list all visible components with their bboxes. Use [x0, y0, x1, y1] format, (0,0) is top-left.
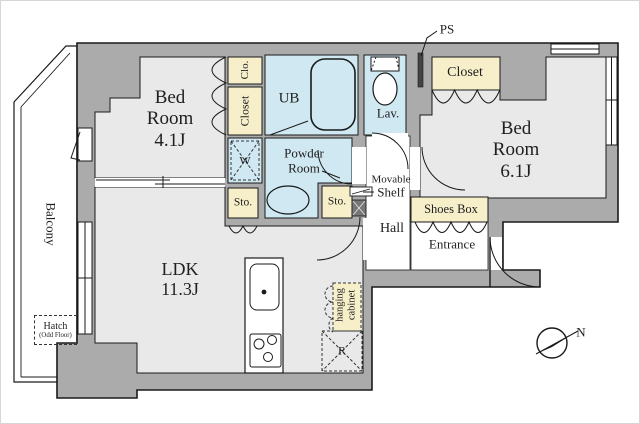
hanging-cabinet-scallop	[324, 285, 335, 333]
storage-boxes	[227, 56, 501, 223]
label-bedroom-small: Bed Room 4.1J	[146, 87, 194, 151]
label-powder-room: Powder Room	[284, 145, 324, 175]
closet-small-doors	[211, 56, 228, 136]
label-sto-lower: Sto.	[327, 195, 347, 208]
powder-room-floor	[264, 137, 353, 219]
pipe-space-small-box	[351, 199, 367, 217]
entrance-door-arc	[489, 236, 541, 288]
label-closet-small: Closet	[237, 95, 252, 127]
hatch-label-box: Hatch (Odd Floor)	[34, 315, 77, 345]
closet-large-box	[431, 56, 501, 91]
compass-icon	[535, 327, 579, 359]
sliding-door	[95, 176, 225, 188]
washer-box	[230, 140, 260, 181]
pipe-space-strip	[417, 52, 424, 88]
label-compass-north: N	[576, 324, 586, 340]
ldk-floor	[94, 186, 364, 374]
hanging-cabinet-box	[332, 282, 362, 332]
label-balcony: Balcony	[43, 202, 59, 246]
kitchen-counter	[244, 257, 284, 374]
label-clo: Clo.	[238, 60, 251, 80]
shoes-box-doors	[414, 220, 488, 233]
sto-upper-doors	[228, 224, 258, 234]
door-arcs	[211, 56, 541, 288]
label-sto-upper: Sto.	[233, 196, 253, 209]
label-ldk: LDK 11.3J	[161, 258, 199, 299]
label-shoes-box: Shoes Box	[424, 202, 478, 216]
bedroom-large-floor	[419, 56, 607, 199]
label-pipe-space: PS	[439, 21, 455, 37]
leader-lines	[321, 30, 438, 193]
toilet-icon	[370, 56, 400, 106]
shoes-box	[410, 196, 489, 223]
ldk-door-arc	[316, 216, 361, 261]
label-hall: Hall	[379, 221, 405, 237]
label-bedroom-large: Bed Room 6.1J	[492, 118, 540, 182]
label-entrance: Entrance	[428, 236, 476, 252]
refrigerator-box	[321, 330, 363, 372]
basin-icon	[266, 185, 310, 215]
label-washer: W	[239, 153, 251, 168]
entrance-floor	[410, 221, 489, 271]
label-unit-bath: UB	[278, 90, 300, 107]
window-bedroom-small	[77, 127, 93, 162]
label-movable-shelf: Movable Shelf	[371, 173, 411, 200]
stove-icon	[249, 333, 282, 368]
closet-small-box	[227, 86, 263, 136]
label-lavatory: Lav.	[376, 105, 400, 121]
powder-room-door-arc	[317, 149, 353, 185]
label-refrigerator: R	[337, 343, 347, 358]
sto-upper-box	[227, 187, 259, 219]
door-openings	[352, 133, 502, 270]
closet-large-doors	[431, 88, 501, 104]
windows	[70, 43, 618, 335]
bedroom-large-door-arc	[421, 146, 466, 191]
lavatory-door-arc	[371, 132, 409, 170]
label-closet-large: Closet	[447, 65, 483, 81]
hall-floor	[365, 135, 411, 271]
clo-box	[227, 56, 263, 85]
label-hanging-cabinet: hanging cabinet	[334, 288, 357, 322]
bathtub-icon	[269, 58, 356, 136]
sink-icon	[249, 263, 280, 311]
